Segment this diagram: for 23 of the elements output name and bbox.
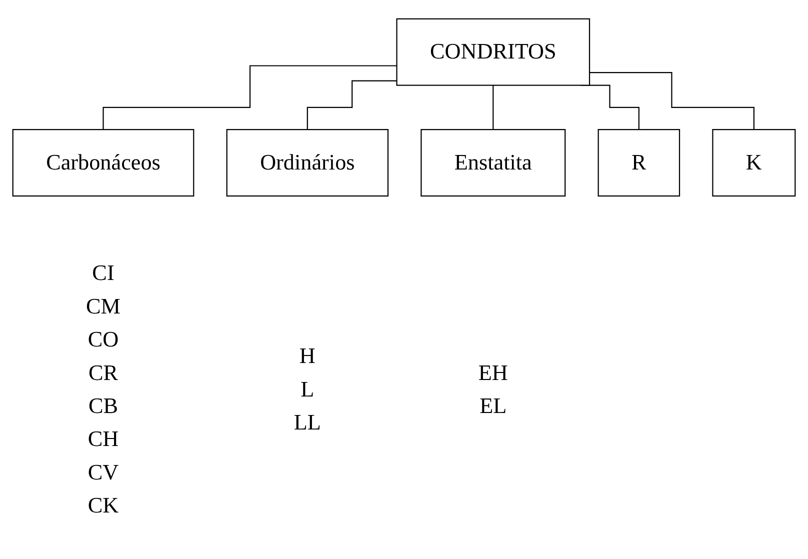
node-label: CB <box>88 394 118 419</box>
node-box: Enstatita <box>420 130 566 198</box>
node-label: CI <box>92 262 114 286</box>
node-label: CV <box>88 461 119 486</box>
node-label: H <box>299 344 316 370</box>
node-label: CK <box>88 494 119 519</box>
node-box: R <box>598 130 680 198</box>
connector <box>590 72 754 131</box>
node-label: EL <box>480 394 507 419</box>
connector <box>102 66 397 131</box>
node-box: Carbonáceos <box>12 130 194 198</box>
node-label: EH <box>478 361 508 386</box>
node-box: CONDRITOS <box>396 18 590 86</box>
node-label: CM <box>86 295 120 320</box>
node-label: CH <box>88 428 119 452</box>
connector <box>306 80 397 131</box>
node-label: L <box>300 378 314 402</box>
node-label: CR <box>88 361 118 386</box>
node-box: Ordinários <box>226 130 389 198</box>
node-label: LL <box>294 411 321 436</box>
node-label: CO <box>88 328 119 353</box>
node-box: K <box>712 130 796 198</box>
connector <box>492 85 494 131</box>
